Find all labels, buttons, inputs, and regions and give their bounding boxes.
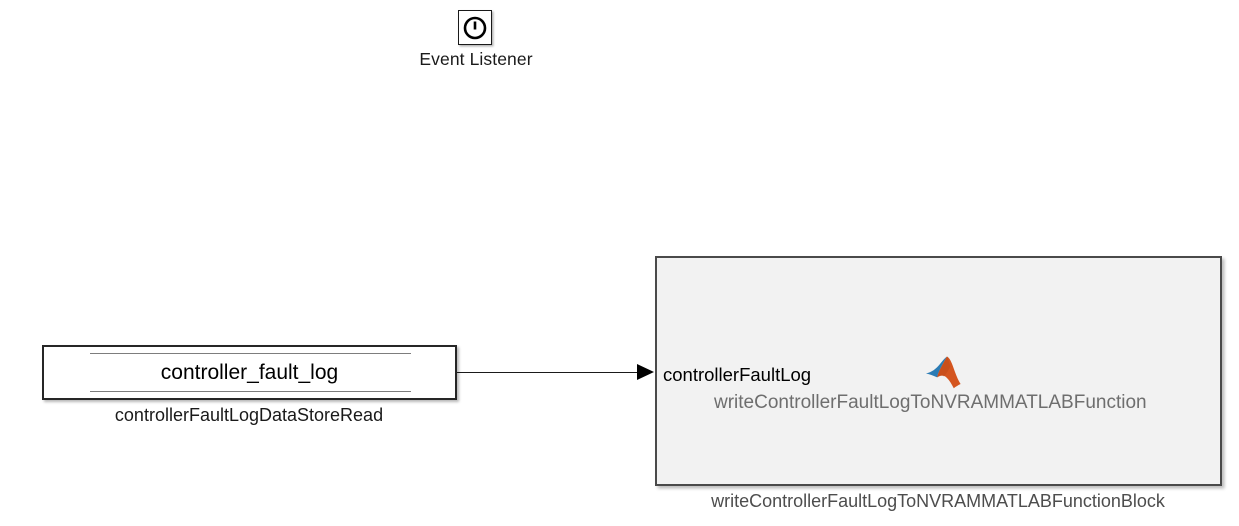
signal-arrowhead-icon: [637, 364, 654, 380]
data-store-read-block[interactable]: controller_fault_log controllerFaultLogD…: [42, 345, 457, 425]
event-listener-block[interactable]: Event Listener: [419, 10, 533, 69]
data-store-rule-top: [90, 353, 411, 354]
matlab-function-name-text: writeControllerFaultLogToNVRAMMATLABFunc…: [714, 392, 1147, 413]
input-port-label: controllerFaultLog: [663, 364, 812, 385]
matlab-function-block[interactable]: controllerFaultLog writeControllerFaultL…: [655, 256, 1222, 511]
data-store-read-label: controllerFaultLogDataStoreRead: [114, 405, 384, 425]
matlab-function-block-label: writeControllerFaultLogToNVRAMMATLABFunc…: [711, 491, 1165, 511]
event-listener-box[interactable]: [458, 10, 492, 45]
data-store-name-text: controller_fault_log: [160, 360, 339, 384]
event-listener-label: Event Listener: [419, 49, 533, 69]
power-symbol-icon: [463, 16, 487, 39]
data-store-rule-bottom: [90, 391, 411, 392]
matlab-function-box[interactable]: controllerFaultLog writeControllerFaultL…: [655, 256, 1222, 486]
matlab-membrane-logo-icon: [926, 356, 961, 389]
data-store-read-box[interactable]: controller_fault_log: [42, 345, 457, 400]
signal-line[interactable]: [457, 372, 641, 373]
